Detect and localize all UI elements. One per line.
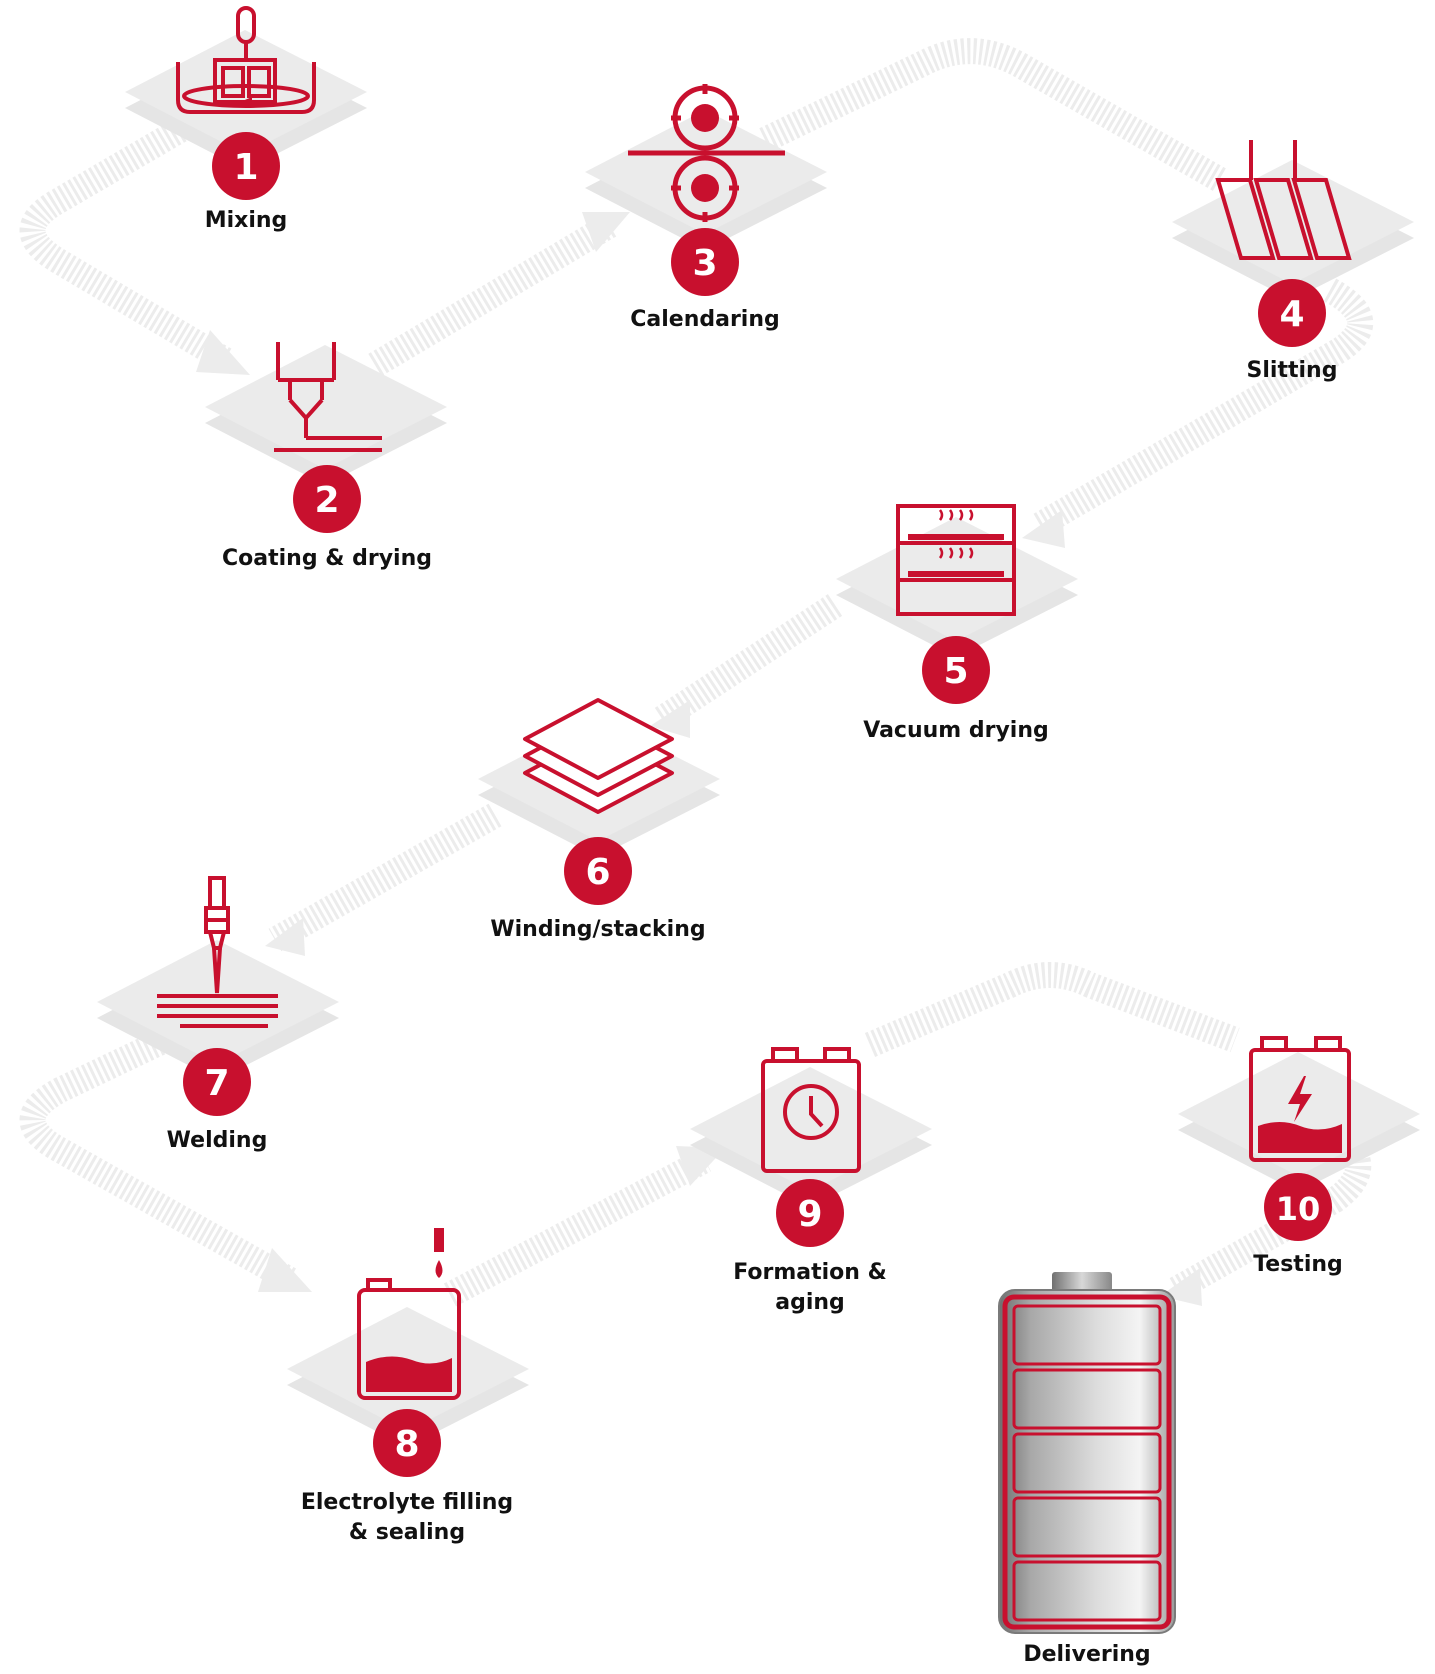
svg-text:4: 4 bbox=[1279, 294, 1304, 335]
step-badge-1: 1 bbox=[212, 132, 280, 200]
platform-2 bbox=[205, 345, 447, 485]
step-badge-9: 9 bbox=[776, 1179, 844, 1247]
mixer-icon bbox=[176, 6, 316, 114]
step-label-7: Welding bbox=[166, 1128, 268, 1153]
step-badge-2: 2 bbox=[293, 465, 361, 533]
battery-charge-cells bbox=[1012, 1304, 1162, 1622]
svg-text:7: 7 bbox=[204, 1063, 229, 1104]
step-badge-8: 8 bbox=[373, 1409, 441, 1477]
connector-1-2 bbox=[19, 118, 232, 372]
connector-2-3 bbox=[368, 213, 617, 377]
electrolyte-filling-icon bbox=[357, 1228, 461, 1400]
svg-text:6: 6 bbox=[585, 852, 610, 893]
arrowhead-3 bbox=[582, 212, 630, 252]
svg-text:3: 3 bbox=[692, 243, 717, 284]
svg-text:5: 5 bbox=[943, 651, 968, 692]
stacked-layers-icon bbox=[523, 698, 674, 814]
platform-9 bbox=[690, 1067, 932, 1207]
connector-7-8 bbox=[19, 1028, 297, 1292]
delivering-label: Delivering bbox=[1023, 1642, 1151, 1667]
step-label-2: Coating & drying bbox=[222, 546, 432, 571]
connector-arrowheads bbox=[196, 212, 1202, 1306]
connector-9-10 bbox=[864, 962, 1240, 1057]
step-badge-3: 3 bbox=[671, 228, 739, 296]
coating-nozzle-icon bbox=[274, 342, 382, 452]
vacuum-oven-icon bbox=[896, 504, 1016, 616]
step-label-5: Vacuum drying bbox=[863, 718, 1049, 743]
step-label-10: Testing bbox=[1253, 1252, 1343, 1277]
svg-text:10: 10 bbox=[1276, 1190, 1321, 1228]
slitting-blades-icon bbox=[1215, 140, 1352, 260]
arrowhead-6 bbox=[650, 700, 690, 738]
step-badges: 1 2 3 4 5 6 7 bbox=[183, 132, 1332, 1477]
svg-text:8: 8 bbox=[394, 1424, 419, 1465]
arrowhead-5 bbox=[1022, 510, 1065, 548]
battery-charge-icon bbox=[1249, 1036, 1351, 1162]
connector-6-7 bbox=[268, 803, 502, 952]
platform-4 bbox=[1172, 160, 1414, 300]
arrowhead-2 bbox=[196, 330, 250, 375]
arrowhead-7 bbox=[265, 918, 305, 956]
welding-torch-icon bbox=[157, 876, 278, 1028]
svg-text:2: 2 bbox=[314, 480, 339, 521]
step-badge-6: 6 bbox=[564, 837, 632, 905]
svg-text:1: 1 bbox=[233, 147, 258, 188]
step-badge-10: 10 bbox=[1264, 1173, 1332, 1241]
platforms bbox=[97, 30, 1420, 1447]
step-label-6: Winding/stacking bbox=[490, 917, 706, 942]
step-label-3: Calendaring bbox=[630, 307, 780, 332]
platform-10 bbox=[1178, 1052, 1420, 1192]
step-label-8: Electrolyte filling & sealing bbox=[300, 1490, 514, 1545]
step-label-1: Mixing bbox=[204, 208, 288, 233]
connector-3-4 bbox=[759, 38, 1227, 192]
svg-text:9: 9 bbox=[797, 1194, 822, 1235]
step-badge-7: 7 bbox=[183, 1048, 251, 1116]
calender-rollers-icon bbox=[628, 84, 785, 222]
step-label-4: Slitting bbox=[1246, 358, 1338, 383]
step-label-9: Formation & aging bbox=[733, 1260, 887, 1315]
arrowhead-8 bbox=[258, 1248, 312, 1292]
connector-4-5 bbox=[1033, 278, 1374, 537]
connector-8-9 bbox=[443, 1148, 712, 1307]
step-badge-4: 4 bbox=[1258, 279, 1326, 347]
battery-icon bbox=[998, 1272, 1176, 1634]
step-badge-5: 5 bbox=[922, 636, 990, 704]
cell-clock-icon bbox=[761, 1047, 861, 1173]
